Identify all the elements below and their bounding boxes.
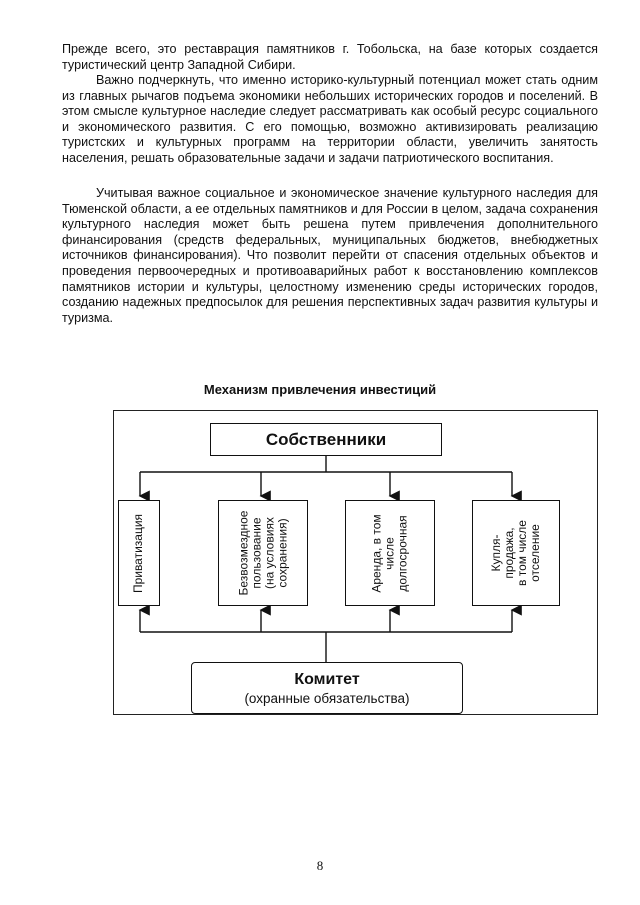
purchase-node: Купля- продажа, в том числе отселение bbox=[472, 500, 560, 606]
lease-node: Аренда, в том числе долгосрочная bbox=[345, 500, 435, 606]
free-use-node: Безвозмездное пользование (на условиях с… bbox=[218, 500, 308, 606]
committee-node-note: (охранные обязательства) bbox=[244, 690, 410, 706]
paragraph-3: Учитывая важное социальное и экономическ… bbox=[62, 186, 598, 325]
privatization-node-label: Приватизация bbox=[131, 513, 146, 593]
committee-node-label: Комитет bbox=[294, 670, 360, 688]
owners-node-label: Собственники bbox=[265, 429, 387, 449]
owners-node: Собственники bbox=[210, 423, 442, 456]
committee-node: Комитет (охранные обязательства) bbox=[191, 662, 463, 714]
diagram-title: Механизм привлечения инвестиций bbox=[203, 382, 437, 397]
privatization-node: Приватизация bbox=[118, 500, 160, 606]
paragraph-1: Прежде всего, это реставрация памятников… bbox=[62, 42, 598, 72]
free-use-node-label: Безвозмездное пользование (на условиях с… bbox=[235, 510, 289, 596]
page-number: 8 bbox=[316, 858, 324, 873]
purchase-node-label: Купля- продажа, в том числе отселение bbox=[489, 520, 542, 586]
lease-node-label: Аренда, в том числе долгосрочная bbox=[369, 513, 410, 593]
paragraph-2: Важно подчеркнуть, что именно историко-к… bbox=[62, 73, 598, 165]
diagram-frame bbox=[113, 410, 598, 715]
